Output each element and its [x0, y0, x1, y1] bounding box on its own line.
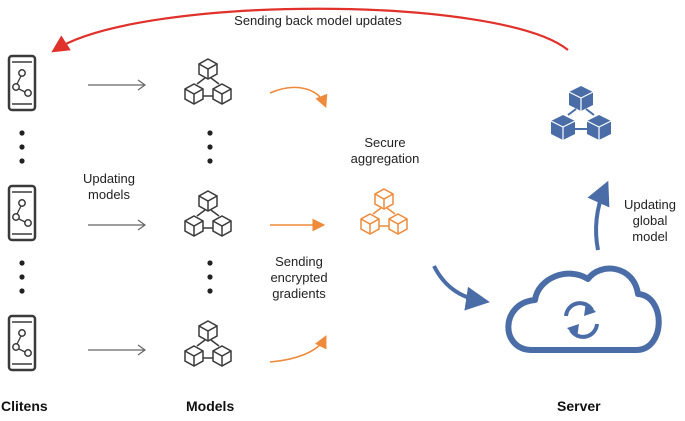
clients-title: Clitens: [1, 398, 48, 414]
aggregation-blocks-icon: [360, 188, 408, 235]
update-arrows: [88, 79, 147, 356]
client-ellipsis: [19, 130, 25, 294]
updating-models-label: Updating models: [82, 171, 136, 202]
send-back-arrow: [51, 7, 569, 53]
send-back-label: Sending back model updates: [234, 13, 402, 28]
client-phone-icon: [7, 184, 37, 242]
model-blocks-icon: [184, 190, 232, 237]
client-phone-icon: [7, 54, 37, 112]
encrypted-gradient-arrows: [269, 86, 328, 363]
updating-global-model-label: Updating global model: [623, 197, 677, 244]
model-blocks-icon: [184, 58, 232, 105]
sending-encrypted-gradients-label: Sending encrypted gradients: [270, 254, 328, 301]
secure-aggregation-label: Secure aggregation: [350, 135, 420, 166]
update-global-arrow: [587, 180, 610, 251]
server-cloud-icon: [505, 265, 662, 353]
model-ellipsis: [207, 130, 213, 294]
client-phone-icon: [7, 314, 37, 372]
model-blocks-icon: [184, 320, 232, 367]
server-title: Server: [557, 398, 601, 414]
global-model-blocks-icon: [550, 85, 612, 141]
models-title: Models: [186, 398, 235, 414]
to-server-arrow: [432, 265, 490, 311]
